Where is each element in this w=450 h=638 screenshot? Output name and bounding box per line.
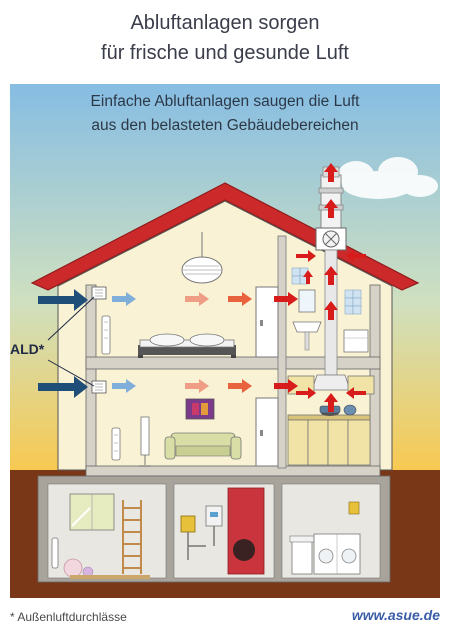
- exhaust-arrow: [296, 250, 316, 262]
- intake-arrow: [38, 289, 88, 311]
- ald-inlet-upper: [91, 286, 107, 300]
- exhaust-arrow: [296, 387, 316, 399]
- ald-label: ALD*: [10, 341, 45, 357]
- fuse-box-icon: [348, 501, 360, 515]
- door: [255, 397, 279, 467]
- ald-pointer-line: [47, 296, 95, 341]
- bathtub-icon: [343, 329, 369, 353]
- title-line-2: für frische und gesunde Luft: [101, 42, 349, 64]
- ald-inlet-lower: [91, 380, 107, 394]
- exhaust-arrow-up: [303, 163, 338, 412]
- airflow-arrow: [274, 292, 298, 306]
- sofa-icon: [164, 432, 242, 460]
- meter-icon: [180, 515, 215, 560]
- floor-lamp-icon: [139, 416, 151, 467]
- door: [255, 286, 279, 358]
- title-line-1: Abluftanlagen sorgen: [130, 12, 320, 34]
- airflow-arrow: [185, 292, 209, 306]
- intake-arrow: [38, 376, 88, 398]
- footnote: * Außenluftdurchlässe: [10, 610, 127, 624]
- window-icon: [69, 493, 115, 531]
- sink-icon: [289, 535, 315, 575]
- washing-machine-icon: [313, 533, 361, 575]
- house-wall: [57, 200, 393, 471]
- subtitle-line-1: Einfache Abluftanlagen saugen die Luft: [90, 93, 360, 110]
- picture-frame-icon: [185, 398, 215, 420]
- floor-slab: [85, 465, 381, 477]
- radiator-icon: [51, 537, 59, 569]
- boiler-icon: [205, 487, 265, 575]
- ventilation-fan-icon: [315, 227, 347, 251]
- range-hood-icon: [311, 374, 351, 391]
- kitchen-cabinets: [287, 375, 375, 466]
- ladder-icon: [122, 500, 142, 574]
- kettle-icon: [343, 404, 357, 416]
- sink-icon: [292, 321, 322, 351]
- airflow-arrow: [274, 379, 298, 393]
- airflow-arrow: [228, 292, 252, 306]
- subtitle-line-2: aus den belasteten Gebäudebereichen: [91, 117, 359, 134]
- website-link[interactable]: www.asue.de: [351, 607, 440, 623]
- exhaust-arrow: [346, 387, 366, 399]
- mirror-icon: [298, 289, 316, 313]
- cloud-icon: [338, 157, 438, 199]
- bathroom-tiles: [291, 267, 362, 315]
- airflow-arrow: [112, 379, 136, 393]
- airflow-arrow: [185, 379, 209, 393]
- exhaust-arrow: [346, 250, 366, 262]
- lamp-icon: [181, 232, 223, 284]
- airflow-arrow: [112, 292, 136, 306]
- bed-icon: [138, 333, 236, 358]
- radiator-icon: [101, 315, 111, 355]
- radiator-icon: [111, 427, 121, 461]
- airflow-arrow: [228, 379, 252, 393]
- roof: [30, 182, 420, 291]
- ald-pointer-line: [47, 359, 95, 387]
